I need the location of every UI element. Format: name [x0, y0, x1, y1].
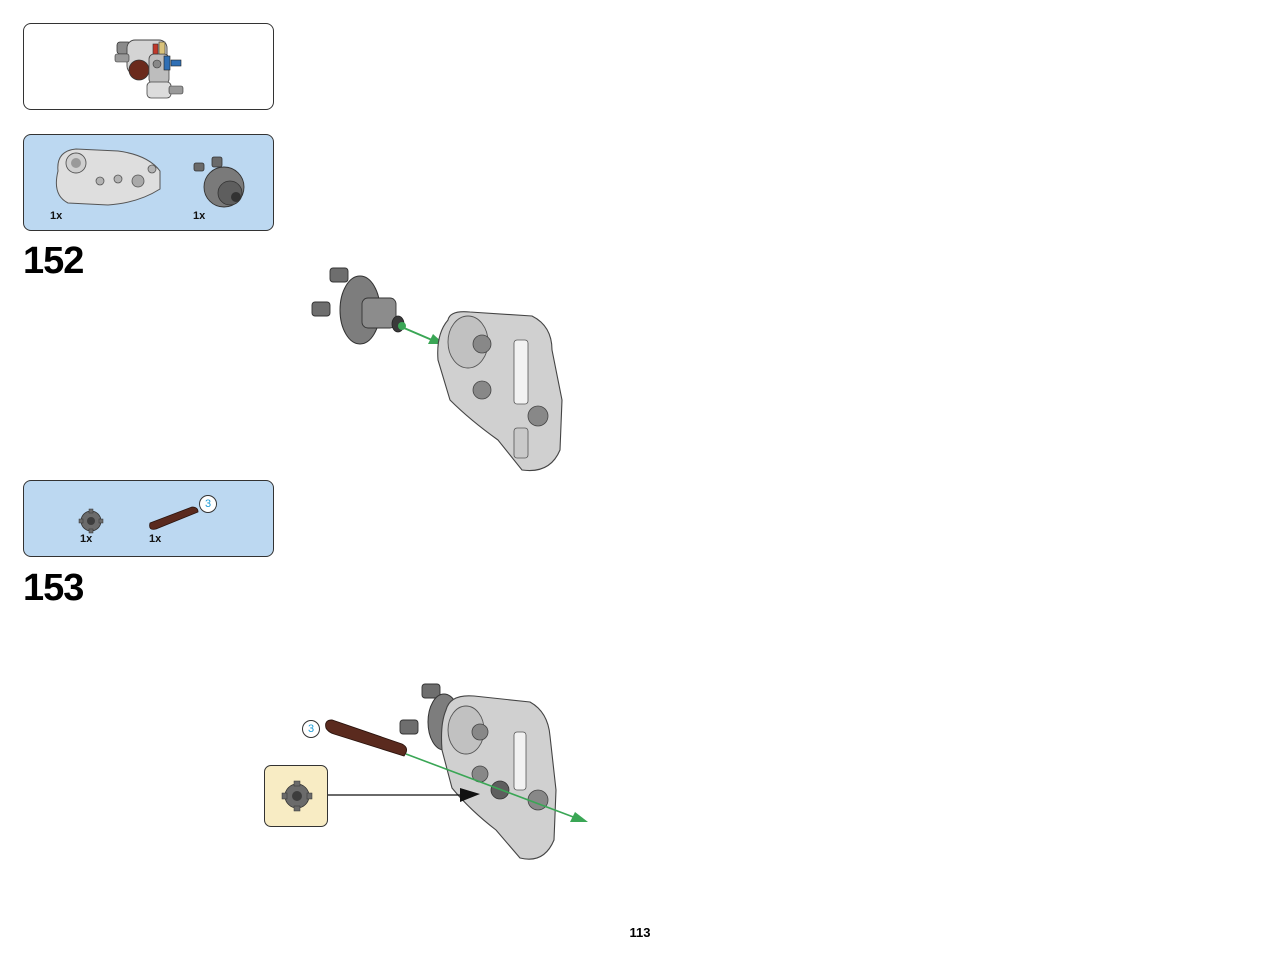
- gear-icon: [281, 780, 313, 812]
- step-152-assembly-illustration: [311, 267, 563, 472]
- gear-part-icon: [78, 508, 104, 534]
- pin-connector-part-icon: [193, 156, 245, 208]
- technic-frame-part-icon: [55, 148, 161, 206]
- axle-length-badge: 3: [199, 495, 217, 513]
- parts-list-step-153: 1x 1x 3: [23, 480, 274, 557]
- step-153-assembly-illustration: [325, 683, 588, 860]
- step-number-153: 153: [23, 567, 84, 609]
- step-number-152: 152: [23, 240, 84, 282]
- page-number: 113: [629, 925, 651, 940]
- submodel-overview-box: [23, 23, 274, 110]
- parts-list-step-152: 1x 1x: [23, 134, 274, 231]
- axle-part-icon: [149, 506, 199, 530]
- part-qty-frame: 1x: [50, 210, 63, 222]
- part-qty-axle: 1x: [149, 533, 162, 545]
- part-qty-gear: 1x: [80, 533, 93, 545]
- part-qty-connector: 1x: [193, 210, 206, 222]
- submodel-assembly-illustration: [114, 39, 184, 99]
- gear-zoom-callout-box: [264, 765, 328, 827]
- axle-length-callout: 3: [302, 720, 320, 738]
